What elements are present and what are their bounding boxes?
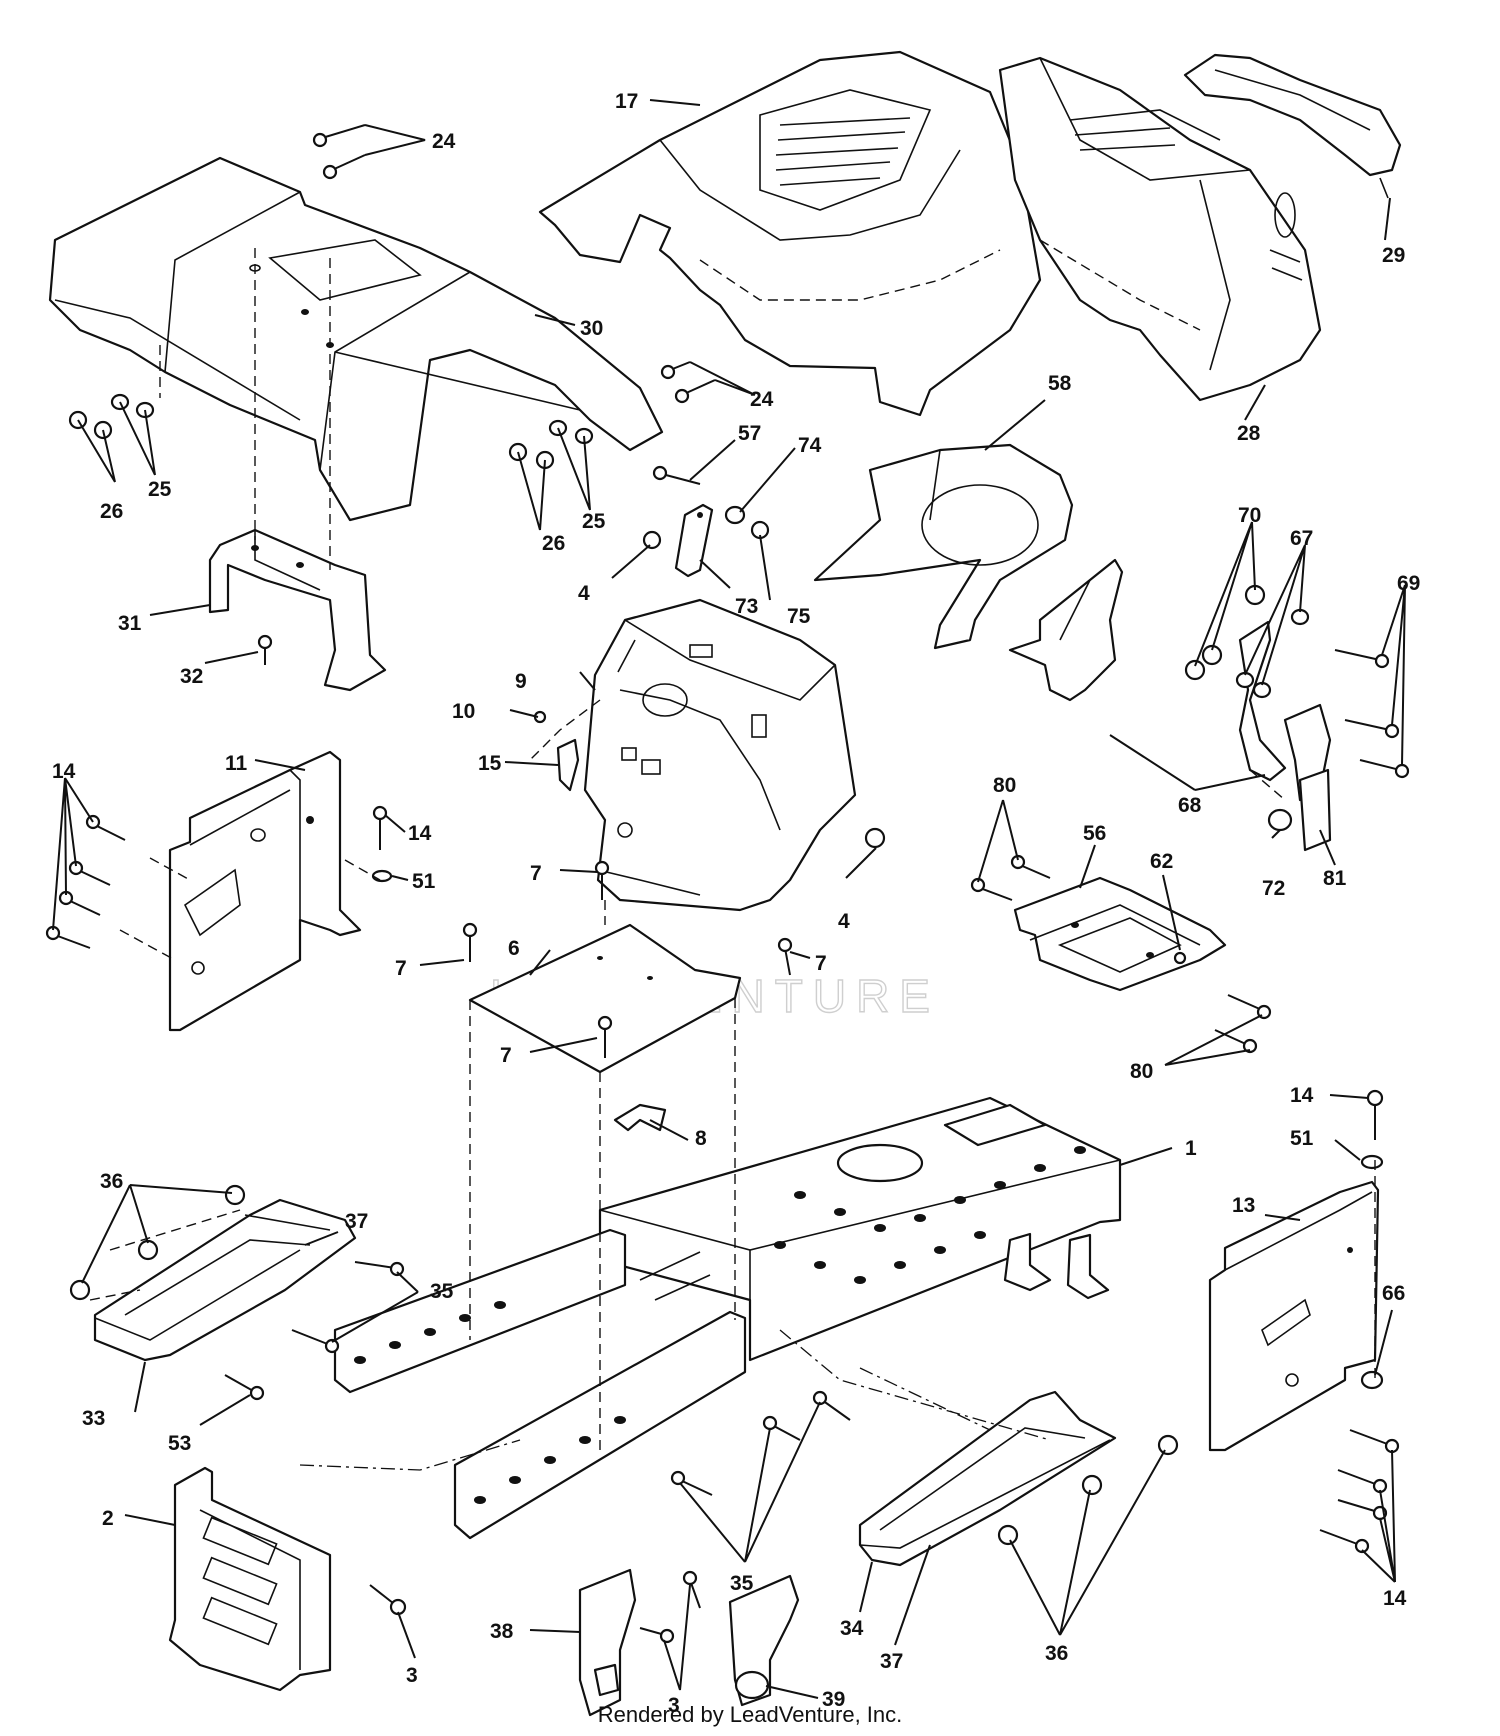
- bracket-38: [578, 1568, 637, 1717]
- bracket-56: [1013, 876, 1227, 992]
- callout-37-left: 37: [345, 1210, 368, 1233]
- callout-74: 74: [798, 434, 822, 457]
- hardware-fasteners: [45, 124, 1410, 1644]
- leader-lines: [52, 99, 1406, 1699]
- callout-3-left: 3: [406, 1664, 418, 1687]
- callout-34: 34: [840, 1617, 864, 1640]
- callout-13: 13: [1232, 1194, 1255, 1217]
- callout-67: 67: [1290, 527, 1313, 550]
- callout-51-right: 51: [1290, 1127, 1314, 1150]
- callout-7-c: 7: [815, 952, 827, 975]
- callout-26-left: 26: [100, 500, 123, 523]
- bracket-81: [1298, 768, 1332, 852]
- callout-8: 8: [695, 1127, 707, 1150]
- callout-14-right-bottom: 14: [1383, 1587, 1407, 1610]
- callout-80-top: 80: [993, 774, 1016, 797]
- callout-69: 69: [1397, 572, 1420, 595]
- callout-73: 73: [735, 595, 758, 618]
- render-credit: Rendered by LeadVenture, Inc.: [597, 1702, 903, 1727]
- frame-holes: [354, 1146, 1086, 1504]
- callout-7-b: 7: [395, 957, 407, 980]
- callout-7-a: 7: [530, 862, 542, 885]
- callout-81: 81: [1323, 867, 1347, 890]
- callout-30: 30: [580, 317, 603, 340]
- callout-9: 9: [515, 670, 527, 693]
- callout-57: 57: [738, 422, 761, 445]
- bracket-31: [208, 528, 387, 692]
- callout-36-left: 36: [100, 1170, 123, 1193]
- alignment-lines: [89, 248, 1376, 1471]
- callout-70: 70: [1238, 504, 1261, 527]
- callout-36-right: 36: [1045, 1642, 1068, 1665]
- callout-7-d: 7: [500, 1044, 512, 1067]
- callout-14-left: 14: [52, 760, 76, 783]
- callout-25-left: 25: [148, 478, 172, 501]
- clip-8: [613, 1103, 667, 1132]
- side-panel-11: [168, 750, 362, 1032]
- callout-labels: 17 24 30 24 25 26 25 26 29 28 58 57 74 4…: [52, 90, 1420, 1717]
- callout-4-top: 4: [578, 582, 590, 605]
- callout-14-right-top: 14: [1290, 1084, 1314, 1107]
- footrest-37: [858, 1390, 1117, 1567]
- grille-28: [998, 56, 1322, 402]
- bumper-29: [1183, 53, 1402, 199]
- callout-1: 1: [1185, 1137, 1197, 1160]
- callout-15: 15: [478, 752, 502, 775]
- callout-32: 32: [180, 665, 203, 688]
- callout-66: 66: [1382, 1282, 1405, 1305]
- dash-panel-9: [529, 598, 857, 912]
- callout-35-center: 35: [730, 1572, 754, 1595]
- footrest-33: [93, 1198, 357, 1362]
- callout-29: 29: [1382, 244, 1405, 267]
- callout-24-right: 24: [750, 388, 774, 411]
- hood-17: [538, 50, 1042, 417]
- callout-6: 6: [508, 937, 520, 960]
- callout-10: 10: [452, 700, 475, 723]
- callout-75: 75: [787, 605, 811, 628]
- callout-2: 2: [102, 1507, 114, 1530]
- callout-28: 28: [1237, 422, 1261, 445]
- front-plate-2: [168, 1466, 332, 1692]
- callout-37-right: 37: [880, 1650, 903, 1673]
- callout-25-right: 25: [582, 510, 606, 533]
- callout-35-left: 35: [430, 1280, 454, 1303]
- callout-3-right: 3: [668, 1694, 680, 1717]
- callout-31: 31: [118, 612, 142, 635]
- callout-39: 39: [822, 1688, 845, 1711]
- callout-56: 56: [1083, 822, 1106, 845]
- callout-26-right: 26: [542, 532, 565, 555]
- side-panel-13: [1208, 1180, 1380, 1452]
- callout-4-bottom: 4: [838, 910, 850, 933]
- callout-24-top: 24: [432, 130, 456, 153]
- shield-58: [813, 443, 1074, 650]
- bracket-39: [728, 1574, 800, 1707]
- callout-11: 11: [225, 752, 248, 775]
- link-73: [674, 503, 714, 578]
- rear-fender-30: [48, 156, 664, 522]
- callout-51-mid: 51: [412, 870, 436, 893]
- callout-53: 53: [168, 1432, 191, 1455]
- callout-17: 17: [615, 90, 638, 113]
- callout-58: 58: [1048, 372, 1072, 395]
- callout-38: 38: [490, 1620, 514, 1643]
- callout-80-bottom: 80: [1130, 1060, 1153, 1083]
- callout-68: 68: [1178, 794, 1202, 817]
- callout-72: 72: [1262, 877, 1285, 900]
- callout-62: 62: [1150, 850, 1173, 873]
- callout-14-mid: 14: [408, 822, 432, 845]
- callout-33: 33: [82, 1407, 105, 1430]
